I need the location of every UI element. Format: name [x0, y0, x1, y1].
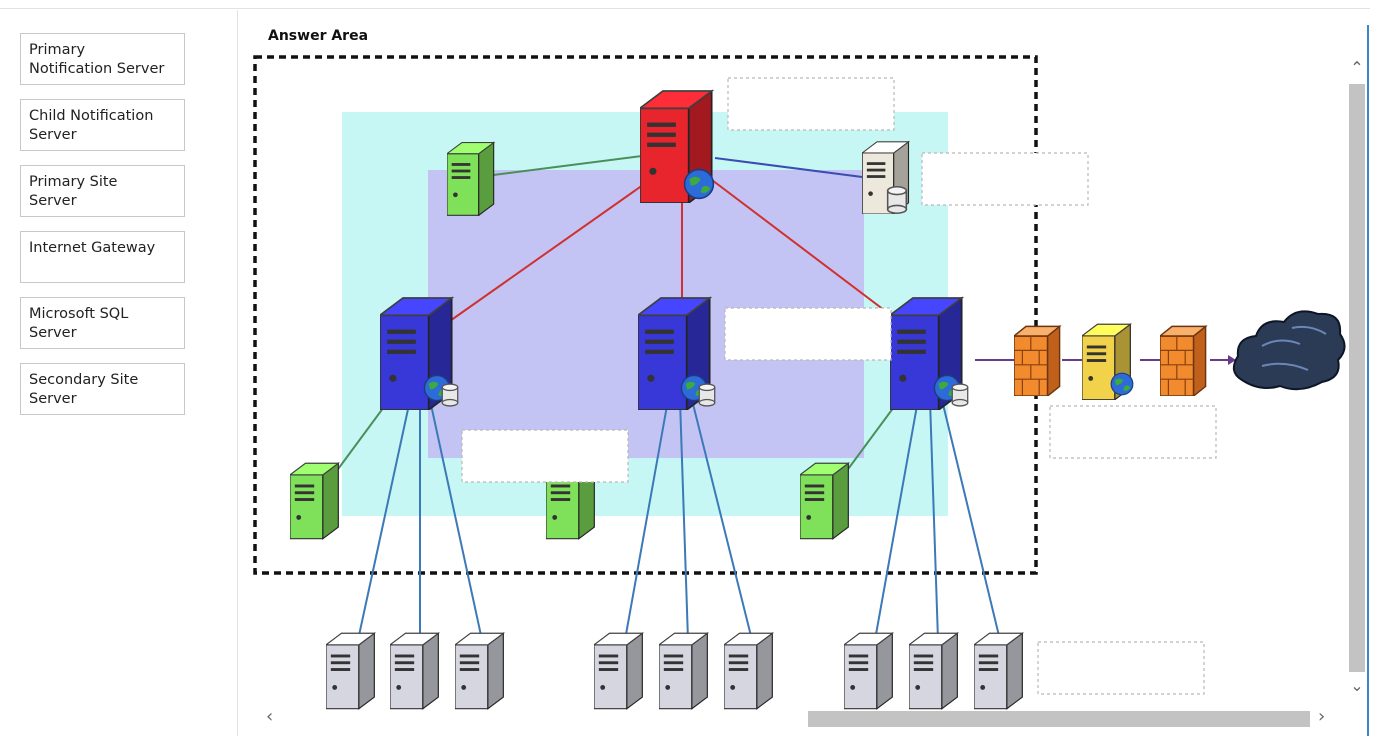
client-link: [929, 399, 939, 641]
root-server-icon: [640, 91, 715, 203]
answer-area-title: Answer Area: [268, 28, 369, 44]
client-computer-icon: [844, 633, 892, 708]
site-server-left-icon: [380, 298, 459, 410]
horizontal-scrollbar[interactable]: [808, 711, 1310, 727]
firewall-icon: [1014, 325, 1061, 396]
pane-edge: [1367, 25, 1369, 736]
link: [714, 157, 871, 179]
client-link: [691, 399, 753, 641]
drop-target-internet-gateway[interactable]: [1049, 405, 1217, 459]
choice-internet-gateway[interactable]: Internet Gateway: [20, 231, 185, 283]
drop-target-root-server[interactable]: [727, 77, 895, 131]
client-computer-icon: [455, 633, 503, 708]
client-link: [429, 399, 483, 641]
choice-list: Primary Notification Server Child Notifi…: [20, 33, 190, 429]
client-computer-icon: [659, 633, 707, 708]
choice-primary-notification-server[interactable]: Primary Notification Server: [20, 33, 185, 85]
chevron-down-icon[interactable]: ⌄: [1350, 676, 1364, 695]
firewall-icon: [1160, 325, 1207, 396]
client-computer-icon: [594, 633, 642, 708]
pane-divider: [237, 10, 238, 736]
link: [429, 179, 651, 336]
drop-target-clients[interactable]: [1037, 641, 1205, 695]
client-link: [357, 399, 411, 641]
cloud-icon: [1232, 310, 1346, 391]
client-computer-icon: [724, 633, 772, 708]
client-link: [679, 399, 689, 641]
client-link: [624, 399, 669, 641]
link: [711, 179, 901, 323]
client-computer-icon: [974, 633, 1022, 708]
vertical-scrollbar[interactable]: [1349, 84, 1365, 672]
answer-area-frame: [253, 55, 1038, 575]
arrowhead: [1228, 355, 1236, 365]
client-computer-icon: [909, 633, 957, 708]
client-computer-icon: [390, 633, 438, 708]
link: [469, 154, 651, 179]
chevron-up-icon[interactable]: ⌃: [1350, 58, 1364, 77]
choice-primary-site-server[interactable]: Primary Site Server: [20, 165, 185, 217]
client-link: [874, 399, 919, 641]
notification-server-icon: [800, 463, 848, 538]
chevron-left-icon[interactable]: ‹: [266, 706, 274, 727]
choice-secondary-site-server[interactable]: Secondary Site Server: [20, 363, 185, 415]
drop-target-notification-server[interactable]: [461, 429, 629, 483]
top-rule: [0, 8, 1370, 9]
choice-child-notification-server[interactable]: Child Notification Server: [20, 99, 185, 151]
internet-gateway-icon: [1082, 324, 1134, 399]
chevron-right-icon[interactable]: ›: [1318, 706, 1326, 727]
drop-target-site-server[interactable]: [724, 307, 892, 361]
client-computer-icon: [326, 633, 374, 708]
drop-target-sql-server[interactable]: [921, 152, 1089, 206]
notification-server-icon: [290, 463, 338, 538]
sql-server-icon: [862, 142, 908, 214]
notification-server-icon: [447, 143, 494, 216]
client-link: [941, 399, 1001, 641]
choice-microsoft-sql-server[interactable]: Microsoft SQL Server: [20, 297, 185, 349]
site-server-right-icon: [890, 298, 969, 410]
site-server-middle-icon: [638, 298, 716, 410]
